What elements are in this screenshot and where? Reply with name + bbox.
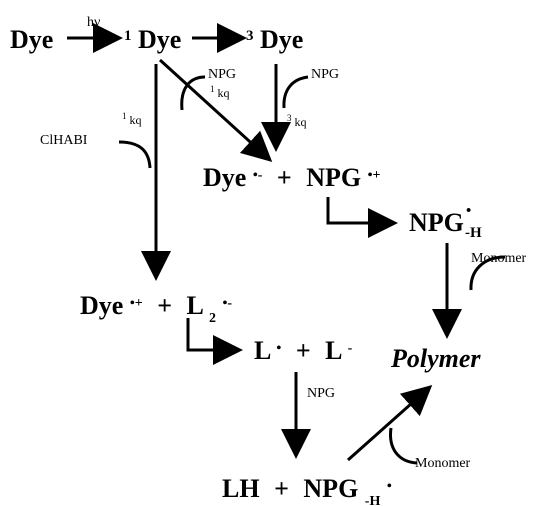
monomer-label-2: Monomer — [415, 456, 471, 471]
l-pair-l1: L — [254, 336, 271, 365]
l-pair-l1-charge: • — [276, 341, 281, 356]
npg-hook-2 — [282, 75, 309, 109]
kq-label-clhabi-base: kq — [130, 113, 142, 127]
npg-h-radical-node: NPG • -H — [409, 192, 482, 241]
polymer-node: Polymer — [390, 344, 481, 373]
lh-npg-sub: -H — [365, 494, 381, 506]
clhabi-hook — [118, 140, 152, 169]
arrow-lhpair-to-polymer — [347, 385, 433, 462]
dye-cation-pair-node: Dye •+ + L 2 •- — [80, 291, 232, 326]
kq-label-1-sup: 1 — [210, 84, 215, 94]
npg-h-dot: • — [466, 203, 471, 219]
arrow-singlet-to-ion-pair — [158, 58, 273, 163]
kq-label-clhabi-sup: 1 — [122, 111, 127, 121]
npg-h-sub: -H — [465, 225, 482, 241]
dye-cation-plus: + — [157, 291, 172, 320]
npg-label-3: NPG — [307, 386, 335, 401]
ion-pair-plus: + — [277, 163, 292, 192]
dye-cation-l-charge: •- — [222, 296, 232, 311]
lh-npg: NPG — [303, 474, 358, 503]
kq-label-1-base: kq — [218, 86, 230, 100]
monomer-label-1: Monomer — [471, 251, 527, 266]
ion-pair-dye: Dye — [203, 163, 246, 192]
kq-label-clhabi: 1 kq — [122, 111, 142, 127]
ion-pair-dye-charge: •- — [253, 168, 263, 183]
npg-label-1: NPG — [208, 67, 236, 82]
monomer-hook-2 — [389, 427, 418, 465]
kq-label-3-sup: 3 — [287, 113, 292, 123]
l-pair-node: L • + L - — [254, 336, 353, 365]
lh-plus: + — [274, 474, 289, 503]
ion-pair-npg-charge: •+ — [368, 168, 381, 183]
hv-label: hν — [87, 15, 100, 30]
l-pair-plus: + — [296, 336, 311, 365]
singlet-dye-node: 1 Dye — [124, 25, 181, 54]
ion-pair-node: Dye •- + NPG •+ — [203, 163, 381, 192]
triplet-dye-node: 3 Dye — [246, 25, 303, 54]
arrow-ion-pair-to-npgh — [326, 197, 398, 238]
lh-pair-node: LH + NPG -H • — [222, 474, 392, 506]
lh-npg-dot: • — [387, 479, 392, 494]
arrow-dye-cation-to-lpair — [186, 318, 243, 365]
npg-hook-1 — [180, 75, 206, 111]
singlet-superscript: 1 — [124, 28, 132, 44]
npg-h-base: NPG — [409, 208, 464, 237]
monomer-hook-1 — [469, 255, 506, 291]
l-pair-l2: L — [325, 336, 342, 365]
dye-node: Dye — [10, 25, 53, 54]
l-pair-l2-charge: - — [348, 341, 353, 356]
triplet-dye-label: Dye — [260, 25, 303, 54]
dye-cation-charge: •+ — [130, 296, 143, 311]
dye-cation-l: L — [187, 291, 204, 320]
clhabi-label: ClHABI — [40, 133, 88, 148]
kq-label-3-base: kq — [295, 115, 307, 129]
triplet-superscript: 3 — [246, 28, 254, 44]
kq-label-3: 3 kq — [287, 113, 307, 129]
dye-cation-l-sub: 2 — [209, 311, 216, 326]
kq-label-1: 1 kq — [210, 84, 230, 100]
dye-cation-base: Dye — [80, 291, 123, 320]
ion-pair-npg: NPG — [306, 163, 361, 192]
npg-label-2: NPG — [311, 67, 339, 82]
lh-base: LH — [222, 474, 260, 503]
singlet-dye-label: Dye — [138, 25, 181, 54]
